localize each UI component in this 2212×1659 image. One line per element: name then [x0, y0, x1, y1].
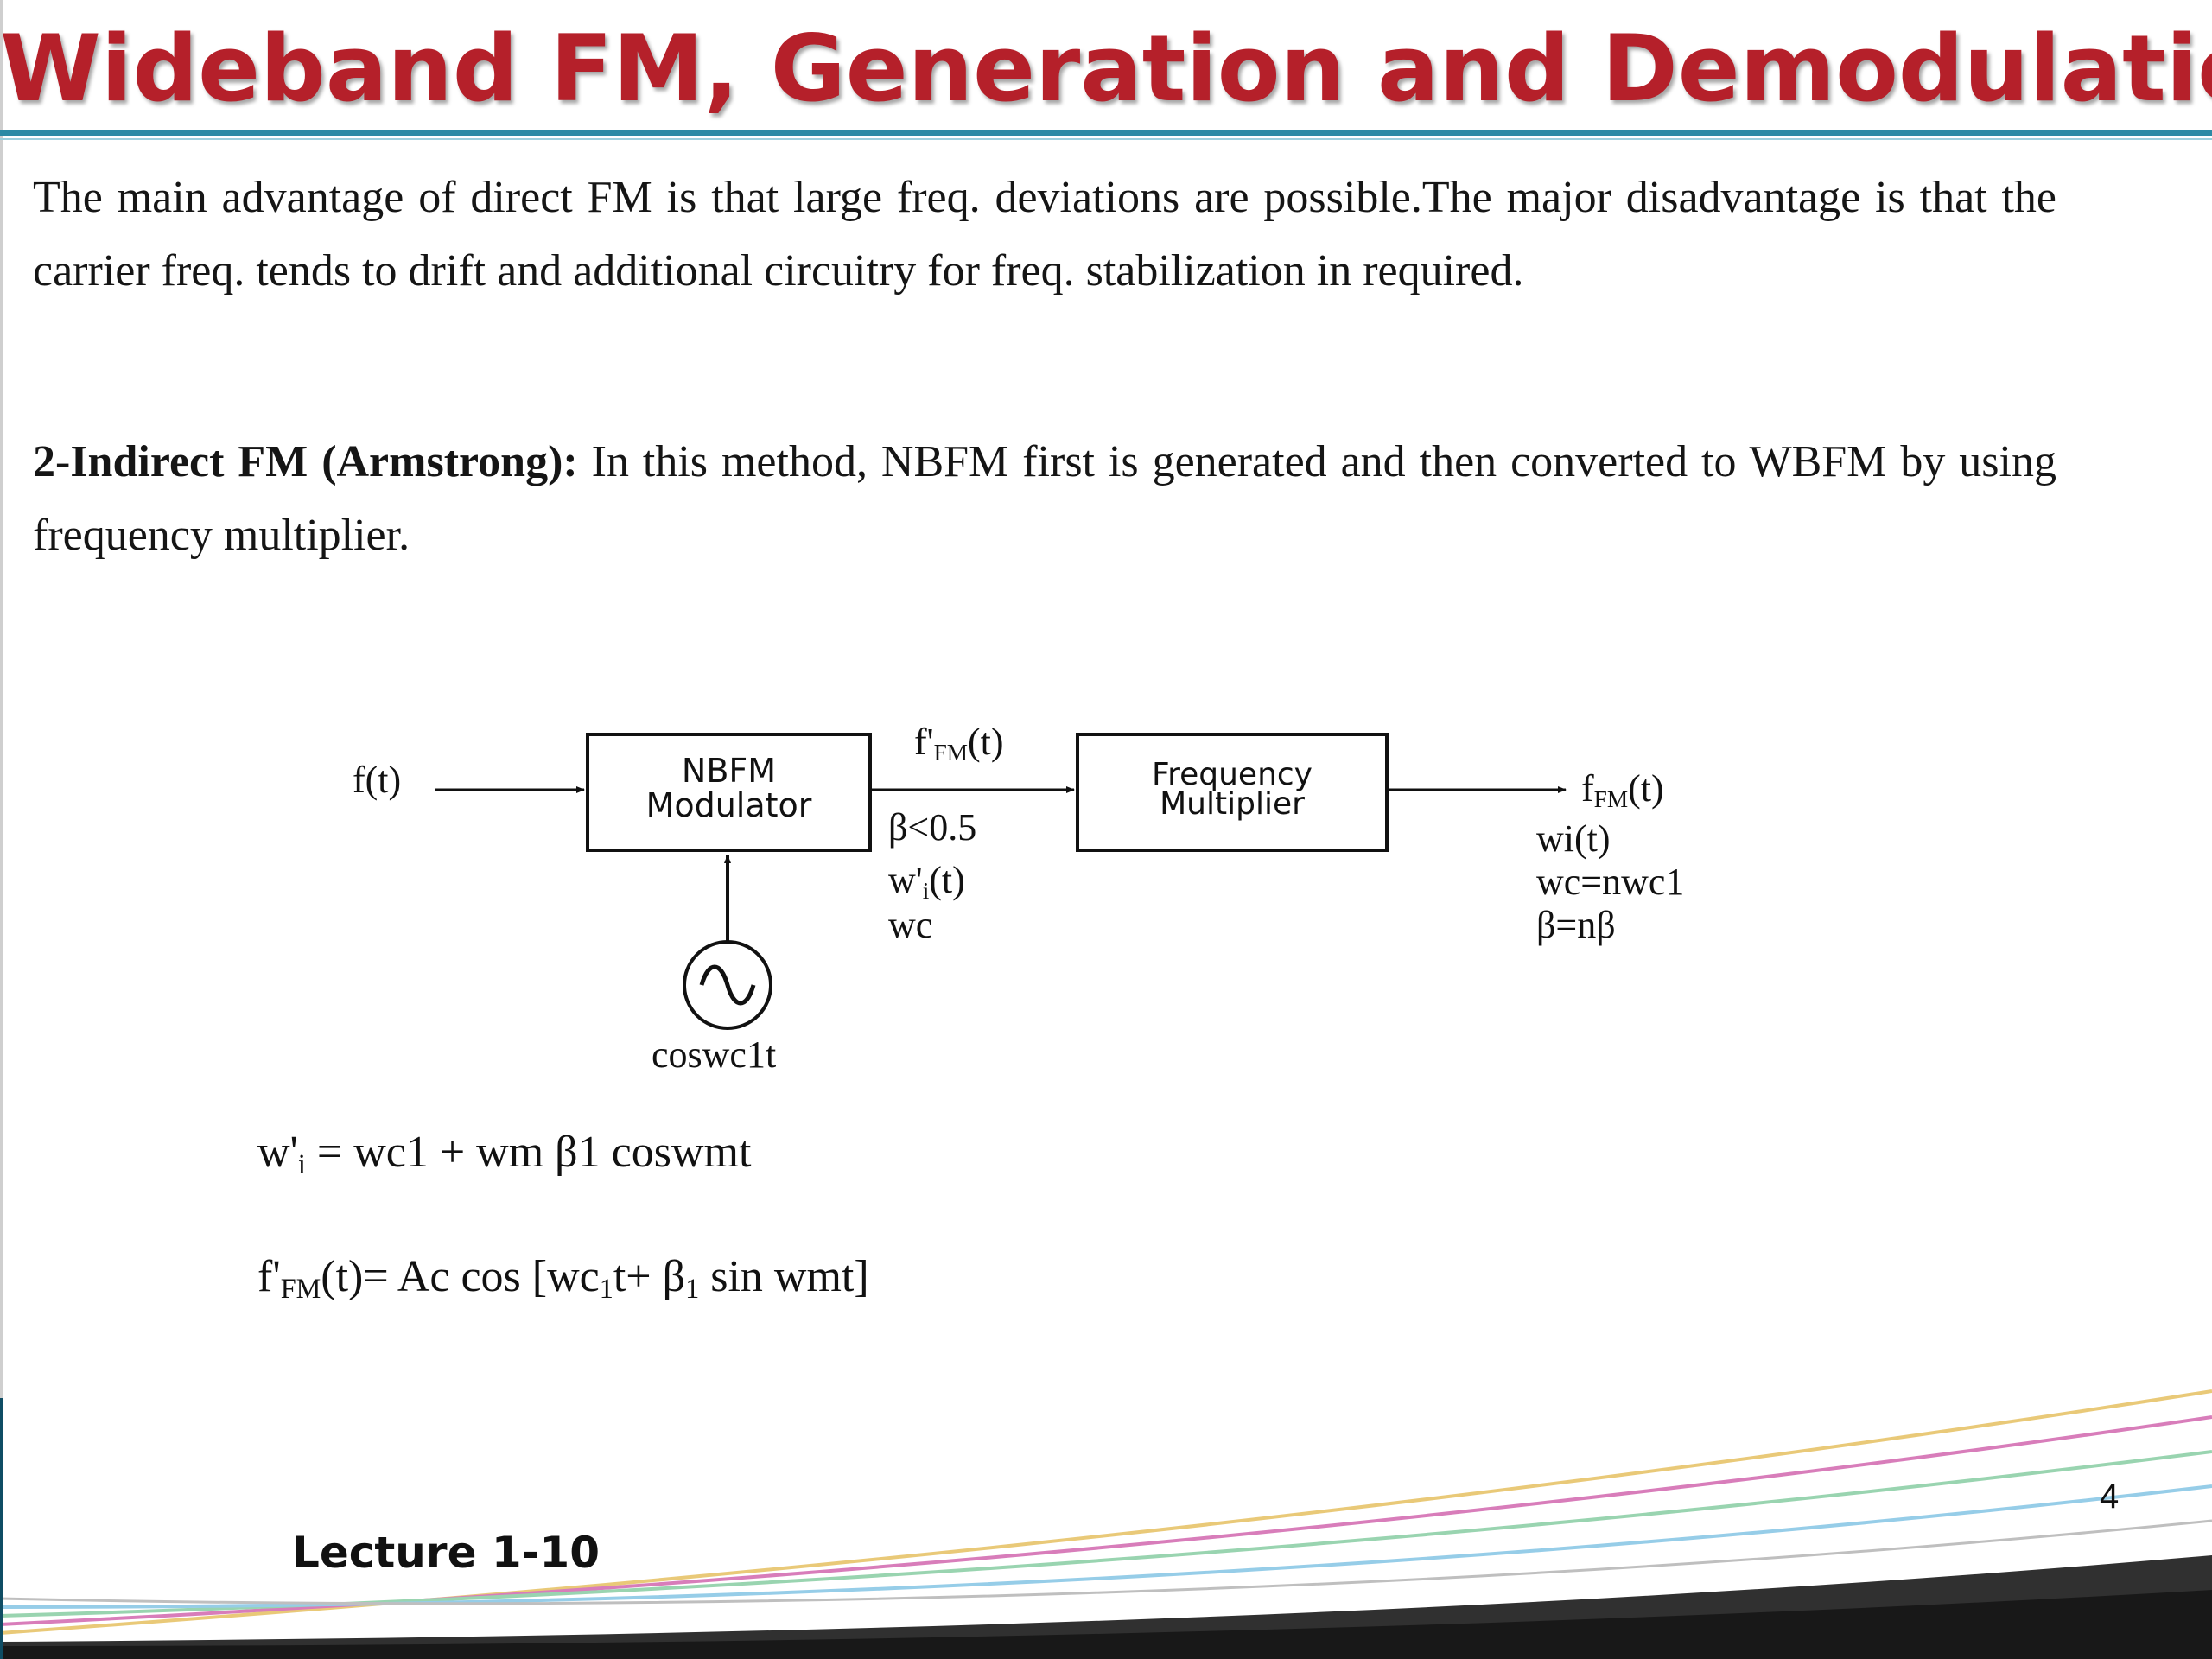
sine-wave-icon: [699, 964, 756, 1006]
inst-freq-base: w': [888, 859, 923, 901]
output-param-3: β=nβ: [1536, 904, 1616, 946]
decorative-swooshes: [0, 1382, 2212, 1659]
title-rule-light: [0, 138, 2212, 140]
eq2-mid: (t)= Ac cos [wc: [321, 1252, 600, 1301]
nbfm-block-line2: Modulator: [645, 786, 812, 824]
carrier-freq-label: wc: [888, 904, 933, 946]
slide-left-edge: [0, 0, 3, 1400]
slide-title: Wideband FM, Generation and Demodulation: [0, 16, 2212, 122]
nbfm-block-label: NBFM Modulator: [588, 753, 870, 823]
slide-bottom-left-bar: [0, 1398, 3, 1659]
nbfm-block-line1: NBFM: [681, 752, 777, 790]
multiplier-block-label: Frequency Multiplier: [1077, 757, 1387, 822]
input-signal-label: f(t): [353, 759, 402, 801]
output-param-2: wc=nwc1: [1536, 861, 1685, 903]
output-signal-tail: (t): [1628, 767, 1664, 810]
nbfm-output-label: f'FM(t): [914, 721, 1004, 774]
frequency-multiplier-block: [1076, 733, 1389, 852]
output-param-1: wi(t): [1536, 817, 1611, 860]
inst-freq-tail: (t): [929, 859, 965, 901]
output-signal-base: f: [1581, 767, 1594, 810]
lecture-label: Lecture 1-10: [292, 1528, 601, 1578]
equation-inst-freq: w'i = wc1 + wm β1 coswmt: [257, 1127, 751, 1180]
eq1-tail: = wc1 + wm β1 coswmt: [305, 1128, 752, 1177]
nbfm-output-tail: (t): [968, 721, 1004, 763]
nbfm-output-base: f': [914, 721, 934, 763]
eq2-base: f': [257, 1252, 281, 1301]
paragraph-indirect-fm: 2-Indirect FM (Armstrong): In this metho…: [33, 425, 2056, 572]
multiplier-block-line1: Frequency: [1152, 757, 1313, 792]
output-signal-label: fFM(t): [1581, 767, 1664, 821]
oscillator-label: coswc1t: [652, 1033, 777, 1076]
paragraph-direct-fm: The main advantage of direct FM is that …: [33, 173, 2056, 296]
eq2-tail: sin wmt]: [699, 1252, 869, 1301]
multiplier-block-line2: Multiplier: [1160, 786, 1305, 822]
indirect-fm-heading: 2-Indirect FM (Armstrong):: [33, 437, 578, 486]
inst-freq-label: w'i(t): [888, 859, 965, 912]
beta-condition-label: β<0.5: [888, 806, 977, 849]
indirect-fm-text: In this method, NBFM first is generated …: [33, 437, 2056, 560]
eq1-base: w': [257, 1128, 298, 1177]
inst-freq-sub: i: [922, 877, 930, 904]
output-signal-sub: FM: [1593, 785, 1629, 812]
nbfm-modulator-block: [586, 733, 872, 852]
eq2-sub3: 1: [685, 1273, 700, 1305]
eq2-sub2: 1: [599, 1273, 613, 1305]
eq2-mid2: t+ β: [613, 1252, 686, 1301]
title-rule: [0, 130, 2212, 136]
eq2-sub1: FM: [280, 1273, 321, 1305]
nbfm-output-sub: FM: [933, 739, 969, 766]
equation-nbfm-signal: f'FM(t)= Ac cos [wc1t+ β1 sin wmt]: [257, 1251, 869, 1305]
eq1-sub: i: [297, 1148, 306, 1180]
page-number: 4: [2100, 1478, 2120, 1516]
